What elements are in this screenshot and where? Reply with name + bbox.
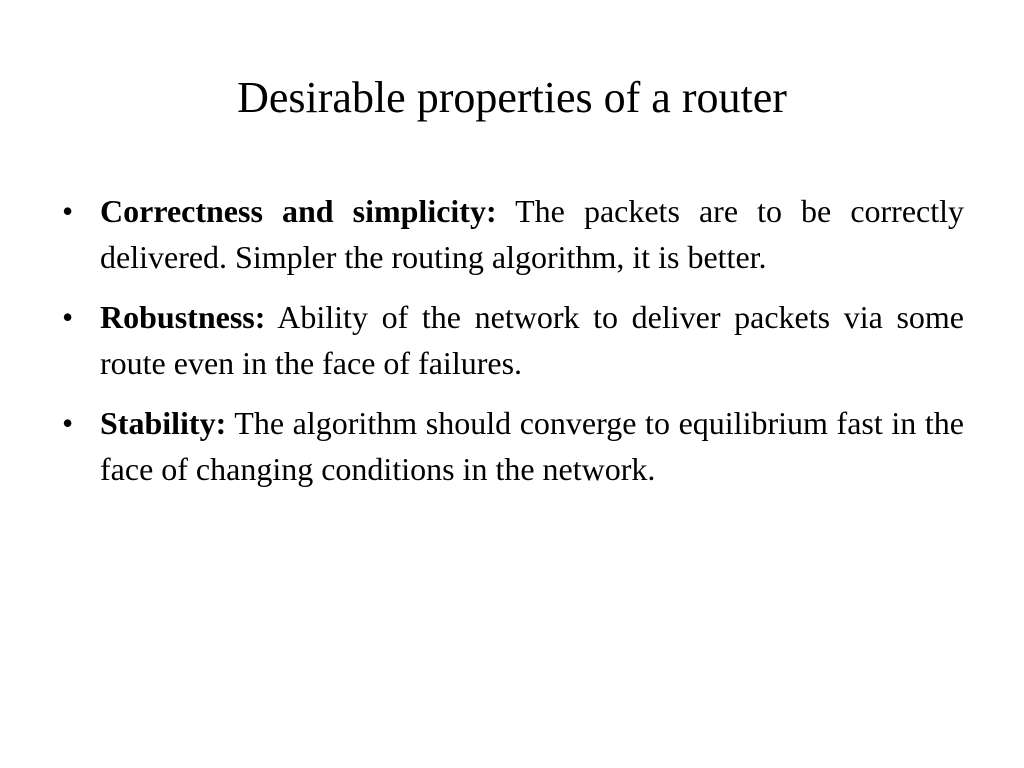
bullet-term: Correctness and simplicity:	[100, 193, 497, 229]
bullet-text: The packets are to be correctly delivere…	[100, 193, 965, 275]
slide-title: Desirable properties of a router	[237, 73, 787, 122]
bullet-list: • Correctness and simplicity: The packet…	[62, 188, 964, 506]
bullet-icon: •	[62, 405, 74, 441]
bullet-icon: •	[62, 299, 74, 335]
bullet-item-robustness: • Robustness: Ability of the network to …	[62, 294, 964, 386]
bullet-text: The algorithm should converge to equilib…	[100, 405, 965, 487]
bullet-term: Stability:	[100, 405, 227, 441]
bullet-item-correctness: • Correctness and simplicity: The packet…	[62, 188, 964, 280]
bullet-icon: •	[62, 193, 74, 229]
bullet-item-stability: • Stability: The algorithm should conver…	[62, 400, 964, 492]
bullet-term: Robustness:	[100, 299, 266, 335]
bullet-text: Ability of the network to deliver packet…	[100, 299, 965, 381]
